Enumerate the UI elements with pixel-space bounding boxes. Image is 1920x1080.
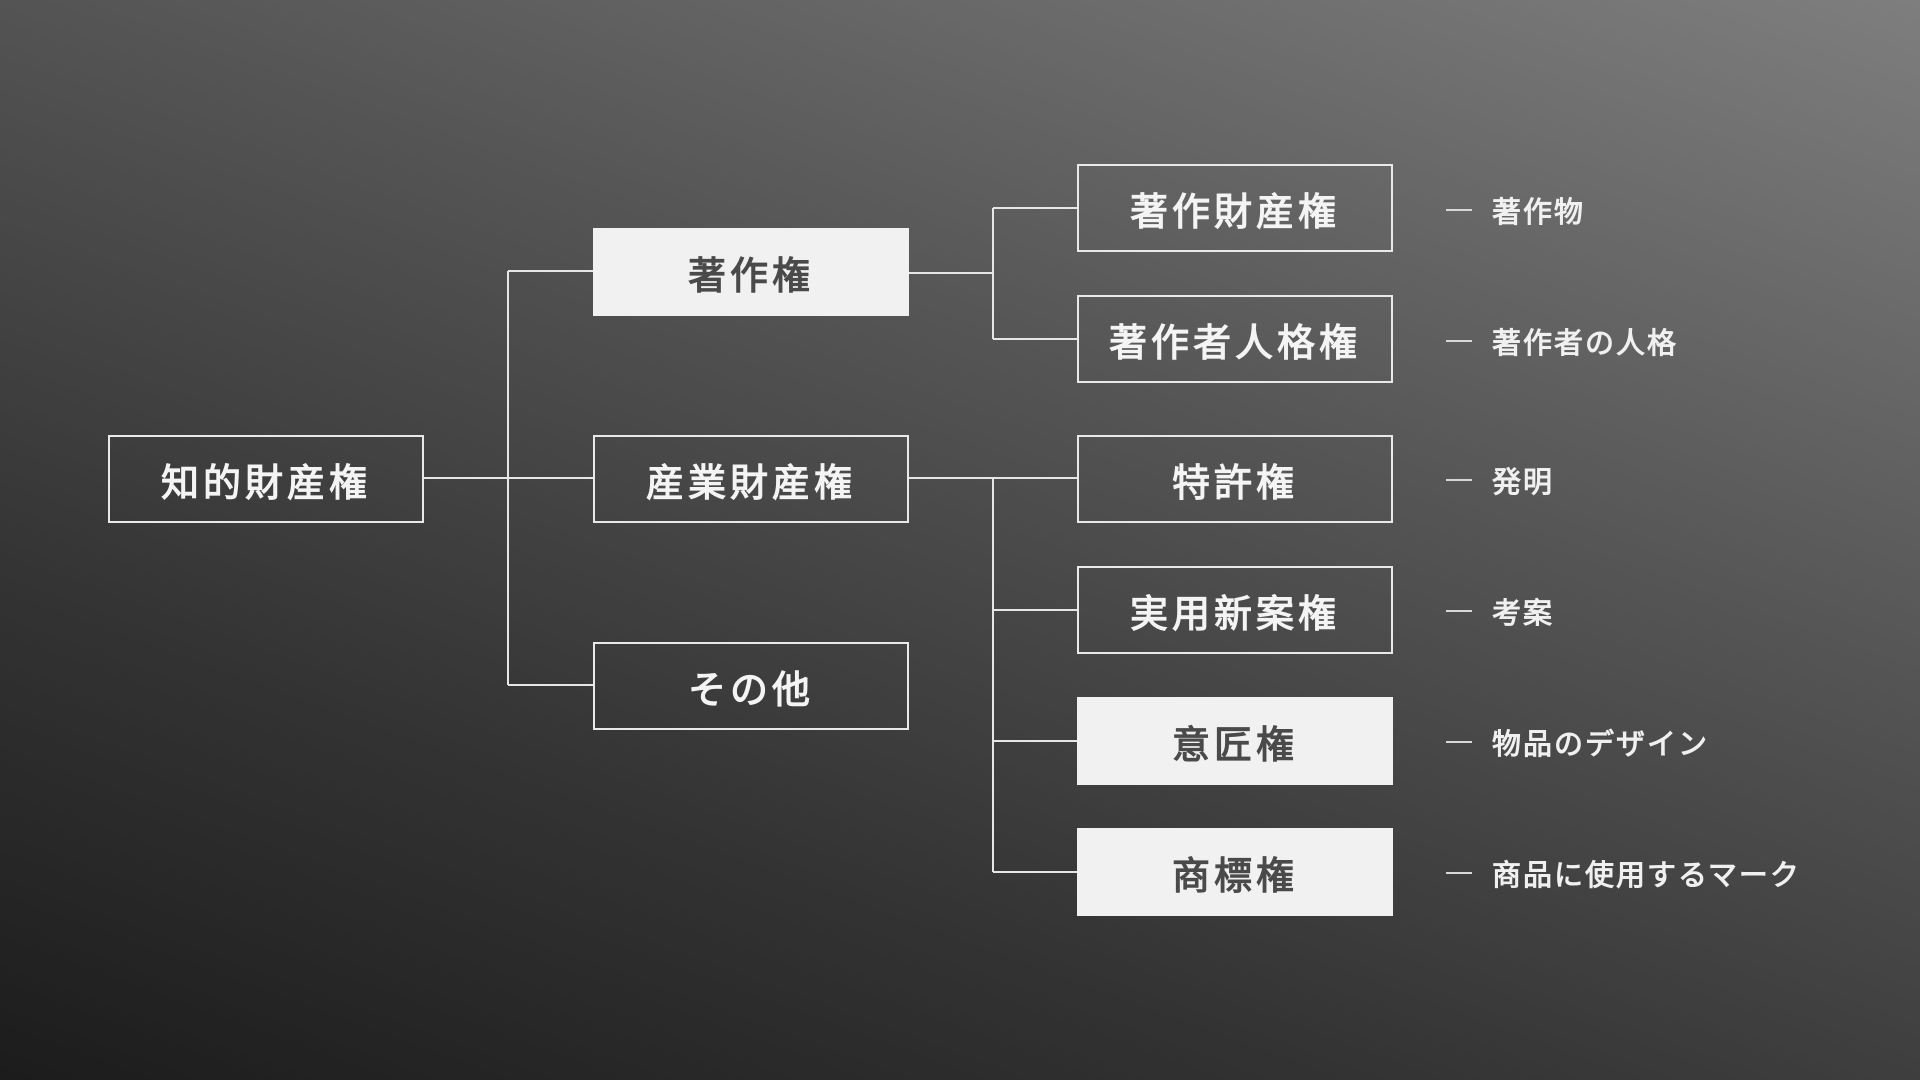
note-copyright-property-text: 著作物: [1492, 195, 1586, 229]
note-dash: [1446, 610, 1472, 612]
node-design: 意匠権: [1077, 697, 1393, 785]
node-industrial-property: 産業財産権: [593, 435, 909, 523]
note-patent-text: 発明: [1492, 465, 1555, 499]
note-design-text: 物品のデザイン: [1492, 727, 1710, 761]
note-dash: [1446, 872, 1472, 874]
note-dash: [1446, 479, 1472, 481]
note-dash: [1446, 741, 1472, 743]
note-patent: 発明: [1446, 460, 1554, 500]
node-copyright-label: 著作権: [687, 253, 814, 298]
node-copyright-property: 著作財産権: [1077, 164, 1393, 252]
note-moral-rights-text: 著作者の人格: [1492, 326, 1679, 360]
node-trademark-label: 商標権: [1171, 853, 1298, 898]
note-dash: [1446, 340, 1472, 342]
node-patent-label: 特許権: [1171, 460, 1298, 505]
note-copyright-property: 著作物: [1446, 190, 1585, 230]
node-copyright-property-label: 著作財産権: [1129, 189, 1340, 234]
node-industrial-property-label: 産業財産権: [645, 460, 856, 505]
note-utility-model-text: 考案: [1492, 596, 1555, 630]
node-utility-model-label: 実用新案権: [1129, 591, 1340, 636]
note-trademark: 商品に使用するマーク: [1446, 853, 1801, 893]
node-moral-rights-label: 著作者人格権: [1108, 320, 1361, 365]
node-other-label: その他: [687, 667, 814, 712]
node-utility-model: 実用新案権: [1077, 566, 1393, 654]
node-moral-rights: 著作者人格権: [1077, 295, 1393, 383]
node-copyright: 著作権: [593, 228, 909, 316]
note-design: 物品のデザイン: [1446, 722, 1709, 762]
node-root: 知的財産権: [108, 435, 424, 523]
note-trademark-text: 商品に使用するマーク: [1492, 858, 1801, 892]
node-other: その他: [593, 642, 909, 730]
note-dash: [1446, 209, 1472, 211]
note-moral-rights: 著作者の人格: [1446, 321, 1678, 361]
node-patent: 特許権: [1077, 435, 1393, 523]
note-utility-model: 考案: [1446, 591, 1554, 631]
node-design-label: 意匠権: [1171, 722, 1298, 767]
node-root-label: 知的財産権: [160, 460, 371, 505]
node-trademark: 商標権: [1077, 828, 1393, 916]
